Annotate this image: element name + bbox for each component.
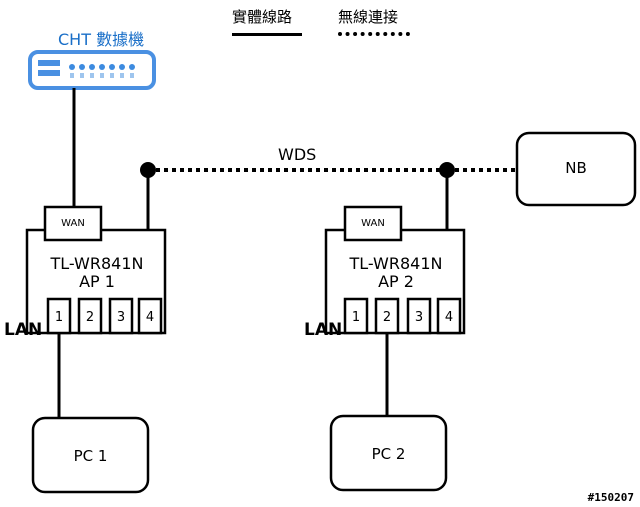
pc2-box (329, 414, 448, 492)
ap1-port-4-label: 4 (145, 310, 155, 325)
ap1-port-2-label: 2 (85, 310, 95, 325)
modem-label: CHT 數據機 (58, 30, 145, 49)
legend-wired-label: 實體線路 (232, 8, 293, 26)
ap2-port-3-label: 3 (414, 310, 424, 325)
ap1-port-3-label: 3 (116, 310, 126, 325)
ap2-port-1 (343, 297, 369, 335)
ap2-router (324, 205, 466, 335)
pc1-label: PC 1 (73, 447, 108, 465)
ap2-sub: AP 2 (378, 272, 414, 291)
ap2-wan-label: WAN (361, 218, 385, 229)
ap2-wan-port (343, 205, 403, 242)
ap1-wan-label: WAN (61, 218, 85, 229)
legend-wired-swatch (232, 33, 302, 36)
ap2-port-4 (436, 297, 462, 335)
nb-label: NB (565, 159, 587, 177)
ap2-port-3 (406, 297, 432, 335)
ap1-port-3 (108, 297, 134, 335)
ap1-wan-port (43, 205, 103, 242)
legend-wired: 實體線路 (232, 8, 302, 36)
ap1-antenna-node (140, 162, 156, 178)
ap1-port-2 (77, 297, 103, 335)
pc2-label: PC 2 (371, 445, 406, 463)
ap2-port-1-label: 1 (351, 310, 361, 325)
pc1-box (31, 416, 150, 494)
modem-icon (28, 50, 156, 90)
wds-label: WDS (278, 145, 317, 164)
ap1-port-4 (137, 297, 163, 335)
image-id-watermark: #150207 (587, 491, 634, 504)
ap1-model: TL-WR841N (50, 254, 144, 273)
legend-wireless-label: 無線連接 (338, 8, 399, 26)
ap1-lan-label: LAN (4, 320, 43, 340)
ap1-port-1-label: 1 (54, 310, 64, 325)
legend-wireless-swatch (338, 32, 410, 36)
ap2-lan-label: LAN (304, 320, 343, 340)
ap2-port-2-label: 2 (382, 310, 392, 325)
ap2-port-4-label: 4 (444, 310, 454, 325)
nb-box (515, 131, 637, 207)
ap1-sub: AP 1 (79, 272, 115, 291)
legend-wireless: 無線連接 (338, 8, 410, 36)
ap1-router (25, 205, 167, 335)
ap2-model: TL-WR841N (349, 254, 443, 273)
